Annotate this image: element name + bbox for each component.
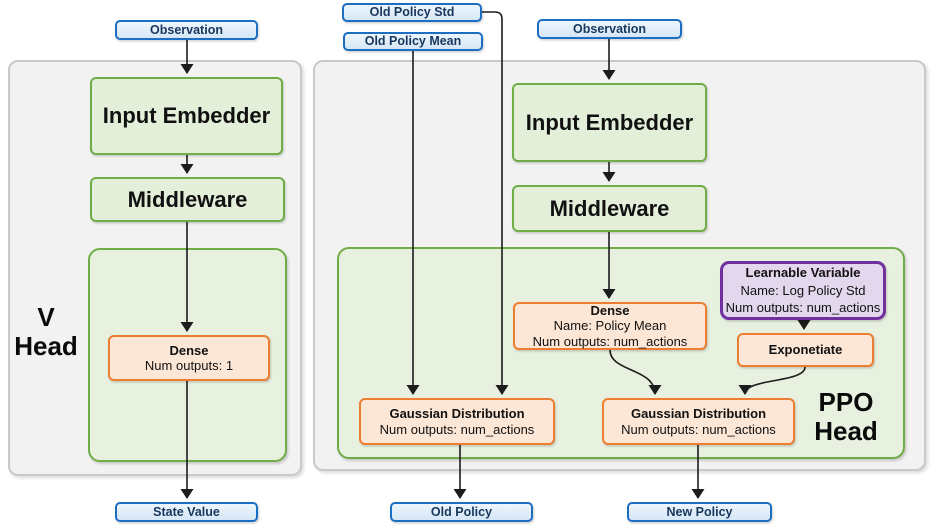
- old-policy-std-input: Old Policy Std: [342, 3, 482, 22]
- v-head-label-line1: V: [37, 302, 55, 332]
- ppo-middleware-label: Middleware: [549, 195, 670, 221]
- ppo-input-embedder-node: Input Embedder: [512, 83, 707, 162]
- dense-policy-mean-detail1: Name: Policy Mean: [553, 318, 667, 334]
- v-middleware-node: Middleware: [90, 177, 285, 222]
- v-middleware-label: Middleware: [127, 186, 248, 212]
- ppo-head-label-line1: PPO: [818, 387, 874, 417]
- new-policy-label: New Policy: [666, 504, 733, 519]
- v-head-label-line2: Head: [14, 331, 78, 361]
- gaussian-old-title: Gaussian Distribution: [389, 406, 525, 421]
- gaussian-distribution-new-node: Gaussian Distribution Num outputs: num_a…: [602, 398, 795, 445]
- old-policy-std-label: Old Policy Std: [369, 5, 455, 20]
- ppo-observation-input: Observation: [537, 19, 682, 39]
- v-dense-detail: Num outputs: 1: [144, 358, 234, 373]
- connector-exponetiate-to-gaussian-new: [738, 366, 806, 395]
- ppo-input-embedder-label: Input Embedder: [525, 109, 694, 135]
- v-dense-node: Dense Num outputs: 1: [108, 335, 270, 381]
- old-policy-mean-label: Old Policy Mean: [364, 34, 462, 49]
- v-head-label: V Head: [6, 303, 86, 361]
- connector-dense-to-gaussian-new: [609, 349, 662, 395]
- ppo-observation-label: Observation: [573, 21, 646, 36]
- dense-policy-mean-title: Dense: [590, 302, 630, 318]
- v-input-embedder-node: Input Embedder: [90, 77, 283, 155]
- learnable-variable-node: Learnable Variable Name: Log Policy Std …: [720, 261, 886, 320]
- dense-policy-mean-detail2: Num outputs: num_actions: [532, 333, 688, 349]
- learnable-variable-title: Learnable Variable: [745, 265, 861, 281]
- learnable-variable-detail2: Num outputs: num_actions: [725, 300, 881, 316]
- v-dense-title: Dense: [169, 342, 209, 358]
- old-policy-label: Old Policy: [430, 504, 493, 519]
- v-input-embedder-label: Input Embedder: [102, 103, 271, 129]
- gaussian-new-title: Gaussian Distribution: [630, 406, 767, 421]
- connector-old-policy-std-to-gaussian-old: [482, 11, 509, 395]
- gaussian-new-detail: Num outputs: num_actions: [621, 421, 776, 437]
- ppo-middleware-node: Middleware: [512, 185, 707, 232]
- v-observation-label: Observation: [150, 22, 223, 37]
- ppo-head-label-line2: Head: [814, 416, 878, 446]
- exponetiate-label: Exponetiate: [768, 342, 843, 358]
- new-policy-output: New Policy: [627, 502, 772, 522]
- learnable-variable-detail1: Name: Log Policy Std: [740, 282, 866, 298]
- ppo-head-label: PPO Head: [791, 388, 901, 446]
- state-value-output: State Value: [115, 502, 258, 522]
- v-observation-input: Observation: [115, 20, 258, 40]
- old-policy-mean-input: Old Policy Mean: [343, 32, 483, 51]
- dense-policy-mean-node: Dense Name: Policy Mean Num outputs: num…: [513, 302, 707, 350]
- gaussian-old-detail: Num outputs: num_actions: [379, 421, 535, 437]
- old-policy-output: Old Policy: [390, 502, 533, 522]
- gaussian-distribution-old-node: Gaussian Distribution Num outputs: num_a…: [359, 398, 555, 445]
- state-value-label: State Value: [153, 504, 220, 519]
- exponetiate-node: Exponetiate: [737, 333, 874, 367]
